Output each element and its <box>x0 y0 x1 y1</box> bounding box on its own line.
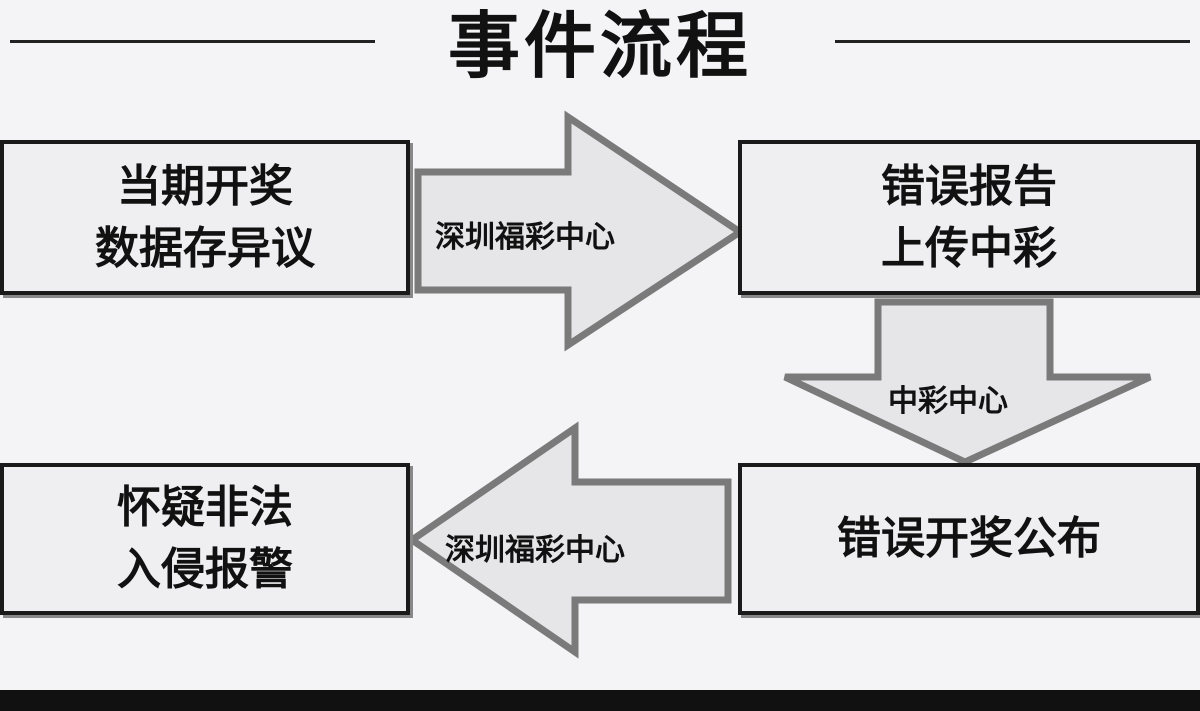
arrow-right <box>414 110 747 352</box>
diagram-title: 事件流程 <box>447 4 752 88</box>
node-announce-line1: 错误开奖公布 <box>837 513 1101 564</box>
node-alarm: 怀疑非法 入侵报警 <box>0 463 410 615</box>
node-start-line1: 当期开奖 <box>117 160 293 212</box>
node-announce: 错误开奖公布 <box>738 463 1200 615</box>
arrow-left <box>405 421 732 659</box>
node-start: 当期开奖 数据存异议 <box>0 140 410 295</box>
title-rule-right <box>835 40 1190 43</box>
arrow-left-label: 深圳福彩中心 <box>445 533 625 568</box>
bottom-bar <box>0 690 1200 711</box>
arrow-down-label: 中彩中心 <box>888 384 1008 419</box>
title-rule-left <box>10 40 375 43</box>
node-report-line1: 错误报告 <box>881 160 1057 212</box>
node-report: 错误报告 上传中彩 <box>738 140 1200 295</box>
arrow-right-label: 深圳福彩中心 <box>435 220 615 255</box>
arrow-down <box>783 298 1152 466</box>
node-report-line2: 上传中彩 <box>881 222 1057 274</box>
node-start-line2: 数据存异议 <box>95 222 315 274</box>
node-alarm-line2: 入侵报警 <box>117 544 293 595</box>
node-alarm-line1: 怀疑非法 <box>117 482 293 533</box>
